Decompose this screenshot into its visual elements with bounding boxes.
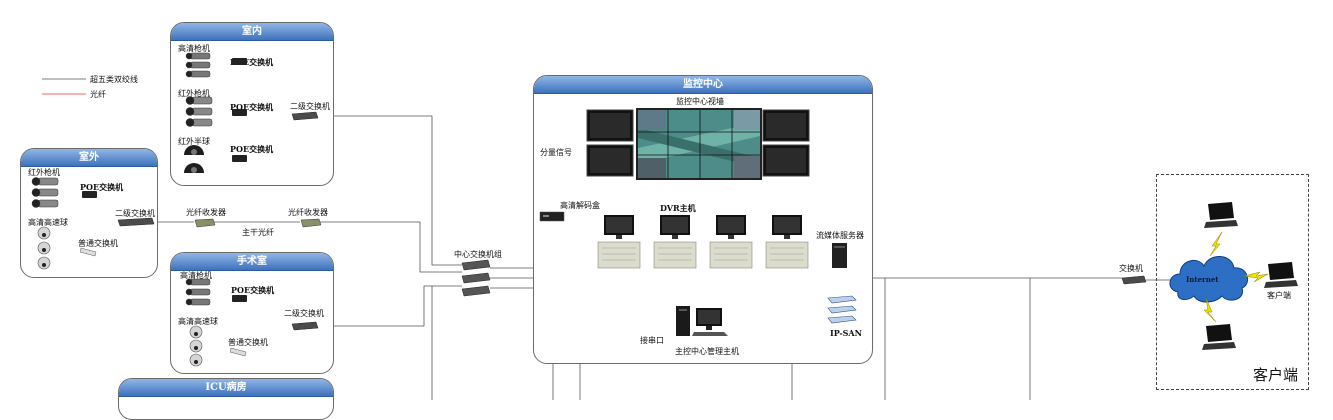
ir-dome-camera-group-icon <box>184 145 204 173</box>
legend-fiber: 光纤 <box>90 90 106 99</box>
icu-title: ICU病房 <box>119 379 333 397</box>
poe-switch-icon <box>82 191 97 198</box>
dvr-host-icon <box>597 215 641 269</box>
l2-switch-icon <box>291 111 319 121</box>
internet-label: Internet <box>1186 275 1219 284</box>
icu-panel: ICU病房 <box>118 378 334 420</box>
indoor-l2-label: 二级交换机 <box>290 102 330 111</box>
gun-camera-group-icon <box>185 278 211 306</box>
indoor-ir-dome-label: 红外半球 <box>178 137 210 146</box>
gun-camera-group-icon <box>185 52 211 78</box>
or-room-title: 手术室 <box>171 253 333 271</box>
outdoor-ir-gun-label: 红外枪机 <box>28 168 60 177</box>
l2-switch-icon <box>117 217 155 227</box>
client-laptop-label: 客户端 <box>1267 291 1291 300</box>
management-host-label: 主控中心管理主机 <box>675 347 739 356</box>
client-area-frame <box>1156 174 1309 390</box>
fiber-transceiver-1-label: 光纤收发器 <box>186 208 226 217</box>
dvr-host-icon <box>765 215 809 269</box>
speed-dome-camera-group-icon <box>189 325 203 367</box>
indoor-ir-gun-label: 红外枪机 <box>178 89 210 98</box>
outdoor-hd-speed-label: 高清高速球 <box>28 218 68 227</box>
outdoor-poe-label: POE交换机 <box>80 182 124 192</box>
dvr-label: DVR主机 <box>660 203 696 213</box>
client-switch-icon <box>1121 275 1147 285</box>
trunk-fiber-label: 主干光纤 <box>242 228 274 237</box>
management-host-icon <box>676 306 728 336</box>
ir-gun-camera-group-icon <box>31 177 59 208</box>
client-network-icons <box>1169 202 1298 350</box>
core-switch-group-icon <box>461 259 491 297</box>
poe-switch-icon <box>232 109 247 116</box>
core-switch-label: 中心交换机组 <box>454 250 502 259</box>
display-monitor-icon <box>586 109 634 177</box>
serial-port-label: 接串口 <box>640 336 664 345</box>
or-l2-label: 二级交换机 <box>284 309 324 318</box>
dvr-host-icon <box>709 215 753 269</box>
video-wall-label: 监控中心视墙 <box>676 97 724 106</box>
indoor-poe-label-2: POE交换机 <box>230 102 274 112</box>
fiber-transceiver-2-label: 光纤收发器 <box>288 208 328 217</box>
split-signal-label: 分量信号 <box>540 148 572 157</box>
outdoor-normal-switch-label: 普通交换机 <box>78 239 118 248</box>
dvr-host-icon <box>653 215 697 269</box>
speed-dome-camera-group-icon <box>37 226 51 270</box>
indoor-hd-gun-label: 高清枪机 <box>178 44 210 53</box>
or-poe-label: POE交换机 <box>231 285 275 295</box>
legend-twisted-pair: 超五类双绞线 <box>90 75 138 84</box>
ip-san-label: IP-SAN <box>830 328 862 338</box>
or-hd-speed-label: 高清高速球 <box>178 317 218 326</box>
stream-server-label: 流媒体服务器 <box>816 231 864 240</box>
display-monitor-icon <box>762 109 810 177</box>
outdoor-title: 室外 <box>21 149 157 167</box>
or-normal-switch-label: 普通交换机 <box>228 338 268 347</box>
or-room-panel: 手术室 <box>170 252 334 374</box>
indoor-poe-label-1: POE交换机 <box>230 57 274 67</box>
poe-switch-icon <box>232 155 247 162</box>
l2-switch-icon <box>291 321 319 331</box>
monitor-center-title: 监控中心 <box>534 76 872 94</box>
indoor-title: 室内 <box>171 23 333 41</box>
fiber-transceiver-icon <box>194 218 216 228</box>
poe-switch-icon <box>232 295 247 302</box>
outdoor-panel: 室外 <box>20 148 158 278</box>
stream-server-icon <box>832 243 847 268</box>
outdoor-l2-label: 二级交换机 <box>115 209 155 218</box>
client-switch-label: 交换机 <box>1119 264 1143 273</box>
decoder-box-icon <box>539 211 565 222</box>
fiber-transceiver-icon <box>300 218 322 228</box>
ir-gun-camera-group-icon <box>185 96 213 127</box>
client-area-title: 客户端 <box>1253 366 1299 384</box>
decoder-label: 高清解码盒 <box>560 201 600 210</box>
ip-san-storage-icon <box>827 295 857 324</box>
video-wall-screens <box>636 108 762 180</box>
indoor-poe-label-3: POE交换机 <box>230 144 274 154</box>
poe-switch-icon <box>232 58 247 65</box>
normal-switch-icon <box>230 347 247 357</box>
normal-switch-icon <box>80 247 97 257</box>
or-hd-gun-label: 高清枪机 <box>180 271 212 280</box>
